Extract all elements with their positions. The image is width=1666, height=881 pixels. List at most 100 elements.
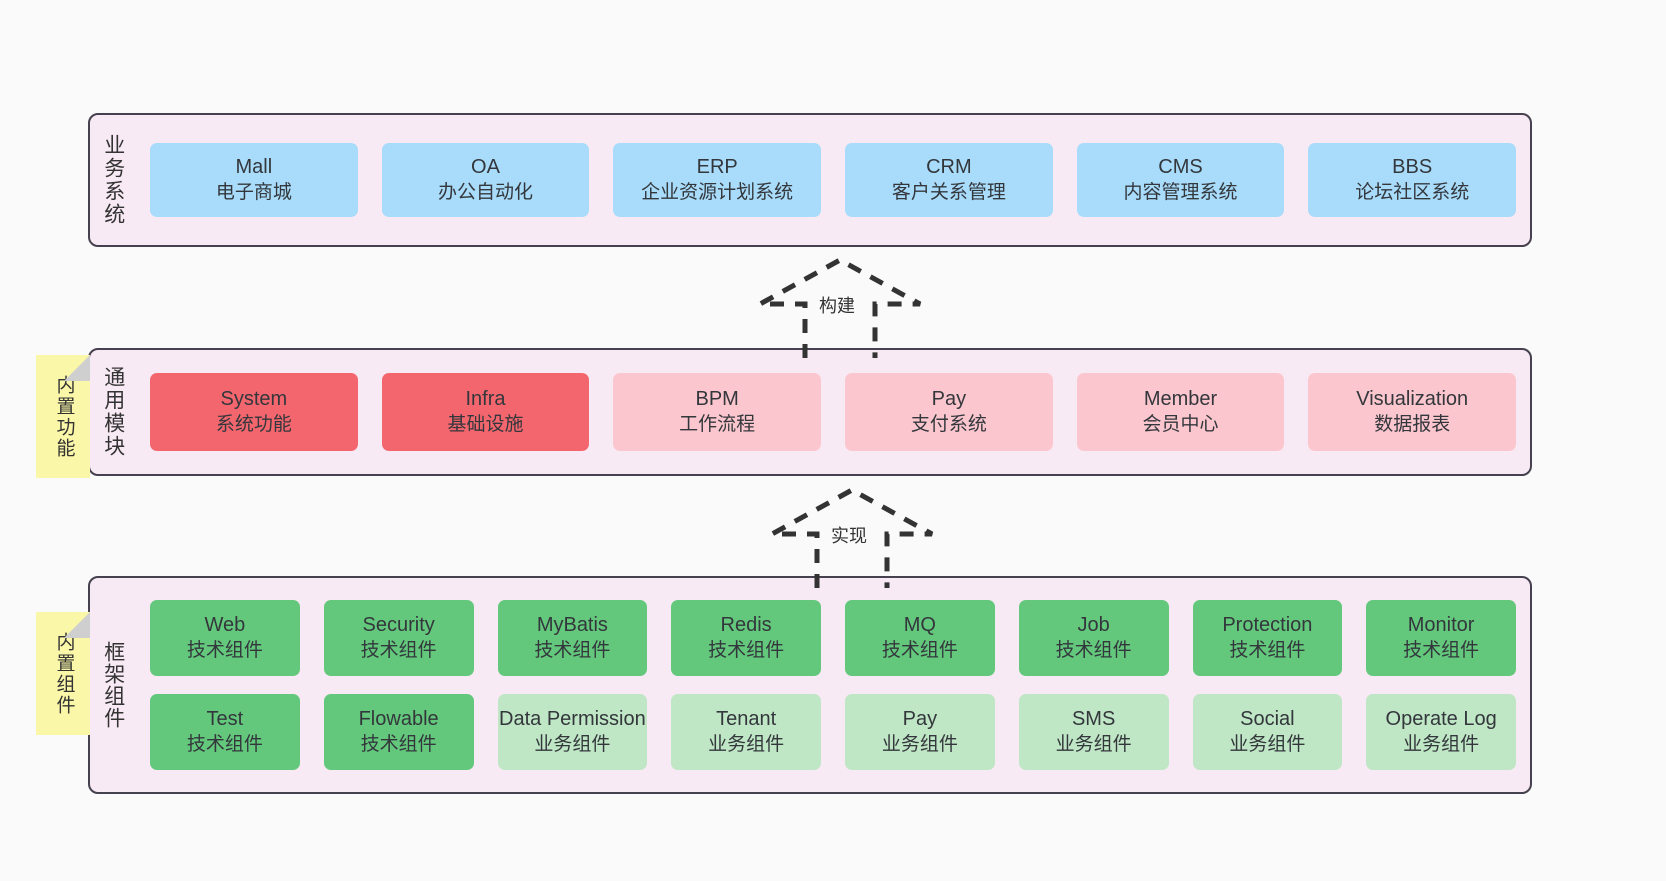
- card-subtitle: 业务组件: [708, 733, 785, 755]
- card-monitor[interactable]: Monitor 技术组件: [1366, 600, 1516, 676]
- note-builtin-components: 内置组件: [36, 612, 90, 735]
- card-mybatis[interactable]: MyBatis 技术组件: [497, 600, 648, 676]
- card-infra[interactable]: Infra 基础设施: [381, 373, 590, 451]
- card-subtitle: 业务组件: [1055, 733, 1132, 755]
- layer-business-systems: 业务系统 Mall 电子商城 OA 办公自动化 ERP 企业资源计划系统 CRM…: [88, 113, 1532, 247]
- card-bbs[interactable]: BBS 论坛社区系统: [1308, 143, 1517, 217]
- card-title: Test: [206, 708, 244, 731]
- layer-label-business-systems: 业务系统: [101, 134, 125, 226]
- card-subtitle: 会员中心: [1142, 413, 1219, 435]
- card-operate-log[interactable]: Operate Log 业务组件: [1366, 694, 1516, 770]
- layer-label-common-modules: 通用模块: [101, 366, 125, 458]
- card-crm[interactable]: CRM 客户关系管理: [845, 143, 1053, 217]
- card-title: CRM: [926, 156, 972, 179]
- card-title: Infra: [465, 388, 506, 411]
- card-subtitle: 办公自动化: [438, 181, 534, 203]
- card-subtitle: 数据报表: [1374, 413, 1451, 435]
- card-title: Operate Log: [1385, 708, 1497, 731]
- card-title: Redis: [720, 614, 772, 637]
- card-redis[interactable]: Redis 技术组件: [671, 600, 821, 676]
- card-subtitle: 技术组件: [1403, 639, 1480, 661]
- card-cms[interactable]: CMS 内容管理系统: [1076, 143, 1285, 217]
- framework-tech-row: Web 技术组件 Security 技术组件 MyBatis 技术组件 Redi…: [150, 600, 1516, 676]
- card-title: ERP: [696, 156, 738, 179]
- card-mq[interactable]: MQ 技术组件: [845, 600, 995, 676]
- card-title: Mall: [235, 156, 273, 179]
- card-title: CMS: [1158, 156, 1203, 179]
- card-test[interactable]: Test 技术组件: [150, 694, 300, 770]
- card-member[interactable]: Member 会员中心: [1076, 373, 1285, 451]
- card-flowable[interactable]: Flowable 技术组件: [323, 694, 474, 770]
- card-title: Monitor: [1407, 614, 1475, 637]
- card-subtitle: 内容管理系统: [1123, 181, 1238, 203]
- card-subtitle: 技术组件: [881, 639, 958, 661]
- card-system[interactable]: System 系统功能: [150, 373, 358, 451]
- card-subtitle: 技术组件: [534, 639, 611, 661]
- card-subtitle: 支付系统: [910, 413, 987, 435]
- card-title: Web: [204, 614, 246, 637]
- card-title: MyBatis: [536, 614, 608, 637]
- card-subtitle: 技术组件: [186, 639, 263, 661]
- card-tenant[interactable]: Tenant 业务组件: [671, 694, 821, 770]
- card-title: BPM: [695, 388, 739, 411]
- card-protection[interactable]: Protection 技术组件: [1192, 600, 1343, 676]
- layer-body-common-modules: System 系统功能 Infra 基础设施 BPM 工作流程 Pay 支付系统…: [136, 350, 1530, 474]
- card-mall[interactable]: Mall 电子商城: [150, 143, 358, 217]
- card-title: Tenant: [716, 708, 777, 731]
- note-builtin-features: 内置功能: [36, 355, 90, 478]
- card-pay-component[interactable]: Pay 业务组件: [845, 694, 995, 770]
- card-subtitle: 企业资源计划系统: [641, 181, 794, 203]
- card-web[interactable]: Web 技术组件: [150, 600, 300, 676]
- card-data-permission[interactable]: Data Permission 业务组件: [497, 694, 648, 770]
- card-job[interactable]: Job 技术组件: [1018, 600, 1169, 676]
- card-title: Pay: [931, 388, 967, 411]
- card-subtitle: 工作流程: [679, 413, 756, 435]
- card-title: Visualization: [1356, 388, 1469, 411]
- card-subtitle: 业务组件: [1229, 733, 1306, 755]
- card-subtitle: 技术组件: [186, 733, 263, 755]
- card-pay-module[interactable]: Pay 支付系统: [845, 373, 1053, 451]
- card-title: Social: [1240, 708, 1295, 731]
- card-title: Flowable: [358, 708, 439, 731]
- card-security[interactable]: Security 技术组件: [323, 600, 474, 676]
- card-subtitle: 业务组件: [881, 733, 958, 755]
- card-subtitle: 技术组件: [708, 639, 785, 661]
- business-systems-row: Mall 电子商城 OA 办公自动化 ERP 企业资源计划系统 CRM 客户关系…: [150, 143, 1517, 217]
- card-title: MQ: [903, 614, 936, 637]
- framework-business-row: Test 技术组件 Flowable 技术组件 Data Permission …: [150, 694, 1516, 770]
- arrow-implement: 实现: [762, 488, 942, 588]
- card-title: OA: [471, 156, 500, 179]
- card-subtitle: 电子商城: [215, 181, 292, 203]
- card-erp[interactable]: ERP 企业资源计划系统: [613, 143, 822, 217]
- card-title: Protection: [1222, 614, 1313, 637]
- card-subtitle: 技术组件: [360, 733, 437, 755]
- card-social[interactable]: Social 业务组件: [1192, 694, 1343, 770]
- layer-framework-components: 框架组件 Web 技术组件 Security 技术组件 MyBatis 技术组件…: [88, 576, 1532, 794]
- card-title: BBS: [1392, 156, 1433, 179]
- arrow-implement-label: 实现: [828, 522, 870, 548]
- card-title: Job: [1077, 614, 1110, 637]
- card-title: Pay: [902, 708, 938, 731]
- card-subtitle: 客户关系管理: [891, 181, 1006, 203]
- card-subtitle: 技术组件: [1229, 639, 1306, 661]
- card-subtitle: 技术组件: [360, 639, 437, 661]
- card-subtitle: 业务组件: [534, 733, 611, 755]
- card-title: Security: [362, 614, 435, 637]
- card-oa[interactable]: OA 办公自动化: [381, 143, 590, 217]
- card-title: Member: [1143, 388, 1218, 411]
- card-subtitle: 系统功能: [215, 413, 292, 435]
- card-bpm[interactable]: BPM 工作流程: [613, 373, 822, 451]
- arrow-build-label: 构建: [816, 292, 858, 318]
- card-title: SMS: [1071, 708, 1116, 731]
- layer-common-modules: 通用模块 System 系统功能 Infra 基础设施 BPM 工作流程 Pay…: [88, 348, 1532, 476]
- card-visualization[interactable]: Visualization 数据报表: [1308, 373, 1517, 451]
- card-sms[interactable]: SMS 业务组件: [1018, 694, 1169, 770]
- arrow-build: 构建: [750, 258, 930, 358]
- layer-body-framework-components: Web 技术组件 Security 技术组件 MyBatis 技术组件 Redi…: [136, 578, 1530, 792]
- layer-label-framework-components: 框架组件: [101, 641, 125, 729]
- card-subtitle: 论坛社区系统: [1355, 181, 1470, 203]
- card-subtitle: 技术组件: [1055, 639, 1132, 661]
- card-subtitle: 基础设施: [447, 413, 524, 435]
- card-subtitle: 业务组件: [1403, 733, 1480, 755]
